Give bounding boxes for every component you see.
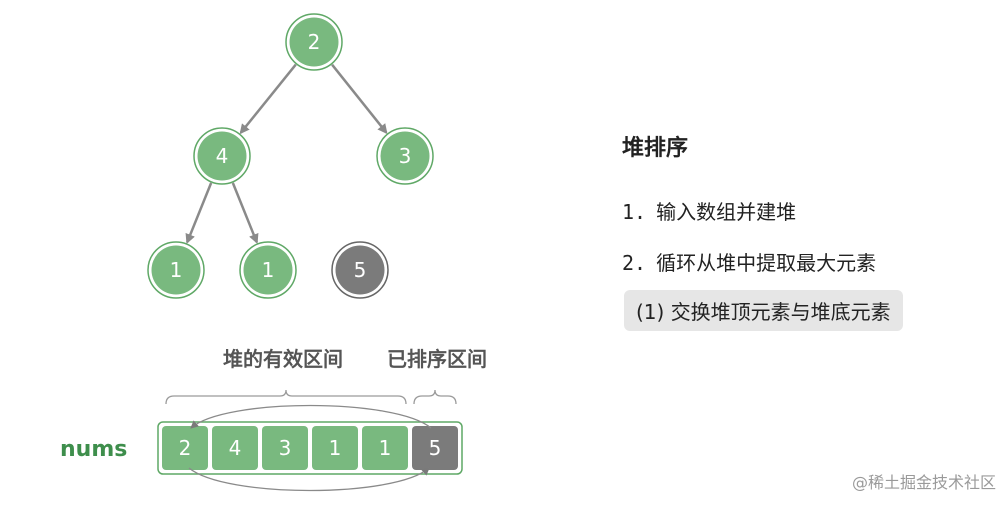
swap-arrow-top: [190, 404, 432, 429]
array-cell-0: 2: [162, 426, 208, 470]
step-1-text: 输入数组并建堆: [656, 200, 797, 224]
tree-node-1: 4: [193, 127, 251, 185]
substep-highlight: (1) 交换堆顶元素与堆底元素: [624, 290, 903, 331]
tree-node-ring: [331, 241, 389, 299]
array-cell-value: 3: [279, 436, 292, 460]
heap-range-brace: [165, 389, 407, 405]
array-cell-box: [262, 426, 308, 470]
step-2-number: 2.: [622, 251, 647, 275]
array-cell-4: 1: [362, 426, 408, 470]
tree-node-circle: [151, 245, 201, 295]
step-2: 2. 循环从堆中提取最大元素: [622, 247, 952, 276]
watermark: @稀土掘金技术社区: [851, 473, 996, 492]
tree-edge-1: [331, 63, 388, 135]
array-cell-box: [412, 426, 458, 470]
tree-node-value: 4: [216, 144, 229, 168]
tree-node-circle: [380, 131, 430, 181]
array-cell-box: [212, 426, 258, 470]
info-panel: 堆排序 1. 输入数组并建堆 2. 循环从堆中提取最大元素 (1) 交换堆顶元素与堆…: [622, 130, 952, 331]
tree-edge-3: [231, 182, 259, 245]
heap-range-label: 堆的有效区间: [223, 347, 343, 371]
tree-node-value: 3: [399, 144, 412, 168]
array-cell-value: 5: [429, 436, 442, 460]
tree-node-4: 1: [239, 241, 297, 299]
tree-node-ring: [376, 127, 434, 185]
tree-node-0: 2: [285, 13, 343, 71]
tree-node-ring: [239, 241, 297, 299]
array-cell-value: 1: [329, 436, 342, 460]
tree-node-value: 2: [308, 30, 321, 54]
tree-node-value: 1: [170, 258, 183, 282]
tree-node-circle: [289, 17, 339, 67]
array-cell-value: 2: [179, 436, 192, 460]
array-cell-box: [362, 426, 408, 470]
tree-node-5: 5: [331, 241, 389, 299]
array-cell-value: 1: [379, 436, 392, 460]
tree-nodes: 2 4 3 1 1 5: [147, 13, 434, 299]
array-cell-box: [162, 426, 208, 470]
panel-title: 堆排序: [622, 136, 689, 161]
swap-arrow-bottom: [188, 467, 430, 492]
array-cell-value: 4: [229, 436, 242, 460]
tree-node-value: 1: [262, 258, 275, 282]
array-label: nums: [60, 437, 127, 462]
array-cell-5: 5: [412, 426, 458, 470]
tree-node-3: 1: [147, 241, 205, 299]
step-1-number: 1.: [622, 200, 647, 224]
sorted-range-label: 已排序区间: [387, 347, 487, 371]
tree-node-ring: [285, 13, 343, 71]
array-nums: 2 4 3 1 1 5 堆的有效区间 已排序区间 nums: [60, 347, 487, 492]
tree-edge-0: [239, 63, 297, 135]
tree-node-circle: [243, 245, 293, 295]
step-1: 1. 输入数组并建堆: [622, 196, 952, 225]
tree-node-ring: [147, 241, 205, 299]
array-cell-2: 3: [262, 426, 308, 470]
tree-node-value: 5: [354, 258, 367, 282]
tree-node-ring: [193, 127, 251, 185]
array-frame: [157, 421, 463, 475]
sorted-range-brace: [413, 389, 457, 405]
array-cell-1: 4: [212, 426, 258, 470]
tree-node-circle: [197, 131, 247, 181]
tree-edges: [185, 63, 388, 245]
tree-node-circle: [335, 245, 385, 295]
tree-node-2: 3: [376, 127, 434, 185]
array-cell-3: 1: [312, 426, 358, 470]
step-2-text: 循环从堆中提取最大元素: [656, 251, 877, 275]
array-cell-box: [312, 426, 358, 470]
tree-edge-2: [185, 182, 213, 245]
